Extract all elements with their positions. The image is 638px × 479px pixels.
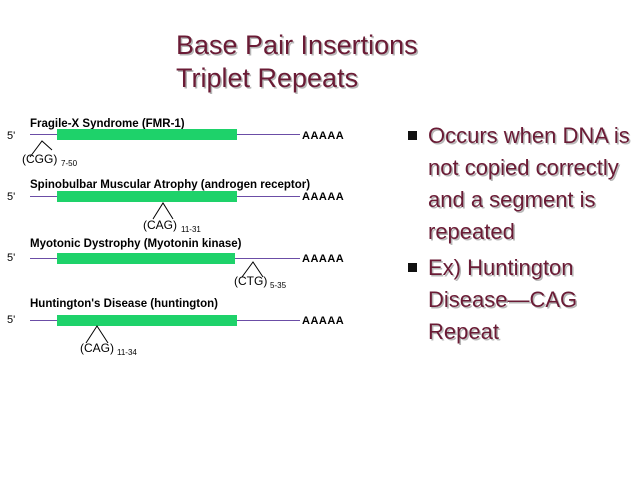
- gene-coding-bar: [57, 191, 237, 202]
- poly-a-tail: AAAAA: [302, 315, 344, 327]
- title-line-2: Triplet Repeats: [176, 63, 359, 93]
- title-line-1: Base Pair Insertions: [176, 30, 418, 60]
- gene-coding-bar: [57, 253, 235, 264]
- gene-row-spinobulbar: Spinobulbar Muscular Atrophy (androgen r…: [7, 179, 344, 234]
- disease-label: Fragile-X Syndrome (FMR-1): [30, 118, 185, 130]
- bullet-list: Occurs when DNA is not copied correctly …: [408, 120, 636, 352]
- insertion-marker: [29, 140, 53, 158]
- repeat-range: 11-34: [117, 348, 137, 357]
- bullet-text: Occurs when DNA is not copied correctly …: [428, 123, 630, 244]
- gene-row-fragile-x: Fragile-X Syndrome (FMR-1) 5' AAAAA (CGG…: [7, 118, 344, 168]
- insertion-marker: [85, 325, 109, 344]
- poly-a-tail: AAAAA: [302, 130, 344, 142]
- repeat-label: (CAG): [80, 341, 114, 355]
- five-prime-label: 5': [7, 314, 15, 326]
- square-bullet-icon: [408, 131, 417, 140]
- slide-title: Base Pair Insertions Triplet Repeats: [176, 29, 418, 95]
- gene-coding-bar: [57, 315, 237, 326]
- repeat-range: 7-50: [61, 159, 78, 168]
- repeat-range: 11-31: [181, 225, 201, 234]
- bullet-item: Occurs when DNA is not copied correctly …: [408, 120, 636, 248]
- bullet-item: Ex) Huntington Disease—CAG Repeat: [408, 252, 636, 348]
- gene-row-myotonic-dystrophy: Myotonic Dystrophy (Myotonin kinase) 5' …: [7, 238, 344, 290]
- repeat-label: (CGG): [22, 152, 57, 166]
- insertion-marker: [152, 202, 174, 220]
- poly-a-tail: AAAAA: [302, 253, 344, 265]
- repeat-range: 5-35: [270, 281, 287, 290]
- square-bullet-icon: [408, 263, 417, 272]
- disease-label: Huntington's Disease (huntington): [30, 298, 218, 310]
- insertion-marker: [241, 261, 264, 278]
- disease-label: Spinobulbar Muscular Atrophy (androgen r…: [30, 179, 310, 191]
- gene-coding-bar: [57, 129, 237, 140]
- bullet-text: Ex) Huntington Disease—CAG Repeat: [428, 255, 578, 344]
- disease-label: Myotonic Dystrophy (Myotonin kinase): [30, 238, 242, 250]
- repeat-label: (CTG): [234, 274, 267, 288]
- gene-row-huntingtons: Huntington's Disease (huntington) 5' AAA…: [7, 298, 344, 357]
- five-prime-label: 5': [7, 130, 15, 142]
- repeat-label: (CAG): [143, 218, 177, 232]
- poly-a-tail: AAAAA: [302, 191, 344, 203]
- five-prime-label: 5': [7, 191, 15, 203]
- five-prime-label: 5': [7, 252, 15, 264]
